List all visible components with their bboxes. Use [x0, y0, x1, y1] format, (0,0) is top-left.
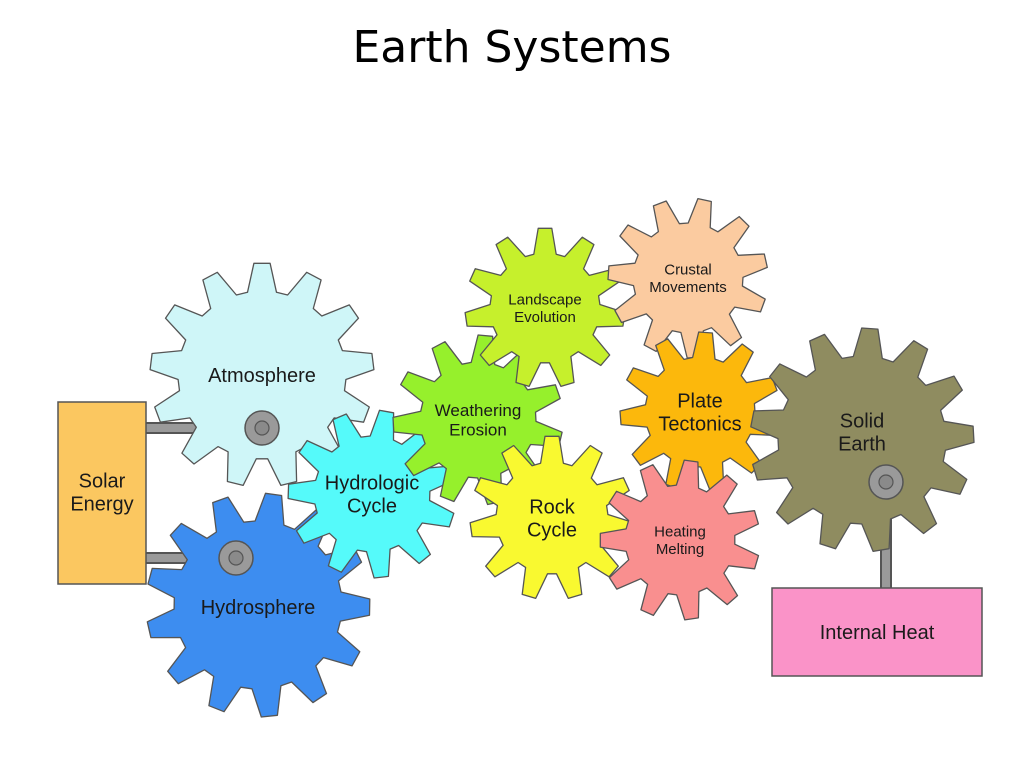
- gear-label: Earth: [838, 434, 886, 456]
- gear-shape: [464, 227, 626, 388]
- gear-label: Weathering: [435, 401, 522, 420]
- gear-label: Plate: [677, 391, 723, 413]
- axle-hub-center: [228, 550, 244, 566]
- slide-title: Earth Systems: [352, 22, 672, 73]
- gear-label: Landscape: [508, 292, 581, 309]
- internal-heat-label: Internal Heat: [820, 622, 935, 644]
- gear-atmosphere: Atmosphere: [149, 262, 375, 487]
- internal-heat-box: [771, 587, 983, 677]
- gear-label: Hydrosphere: [201, 597, 316, 619]
- gear-shape: [469, 435, 635, 600]
- gear-label: Evolution: [514, 309, 576, 326]
- gear-shape: [750, 327, 975, 553]
- solar-energy-label: Solar: [79, 471, 126, 493]
- gear-label: Movements: [649, 279, 727, 296]
- gear-shape: [599, 459, 760, 621]
- gear-shape: [607, 197, 768, 359]
- gear-label: Hydrologic: [325, 473, 419, 495]
- gear-label: Solid: [840, 411, 884, 433]
- gear-group: AtmosphereHydrosphereHydrologicCycleWeat…: [146, 197, 975, 718]
- gear-label: Cycle: [527, 520, 577, 542]
- solar-energy-label: Energy: [70, 494, 133, 516]
- gear-label: Tectonics: [658, 414, 741, 436]
- solar-energy-box: [57, 401, 147, 585]
- axle-hub-center: [878, 474, 894, 490]
- axle-hub-center: [254, 420, 270, 436]
- gear-label: Crustal: [664, 262, 712, 279]
- axle-hubs: [218, 410, 904, 576]
- gear-label: Atmosphere: [208, 365, 316, 387]
- gear-label: Melting: [656, 541, 704, 558]
- gear-label: Rock: [529, 497, 576, 519]
- gear-label: Heating: [654, 524, 706, 541]
- gear-label: Erosion: [449, 421, 507, 440]
- gear-shape: [149, 262, 375, 487]
- gear-label: Cycle: [347, 496, 397, 518]
